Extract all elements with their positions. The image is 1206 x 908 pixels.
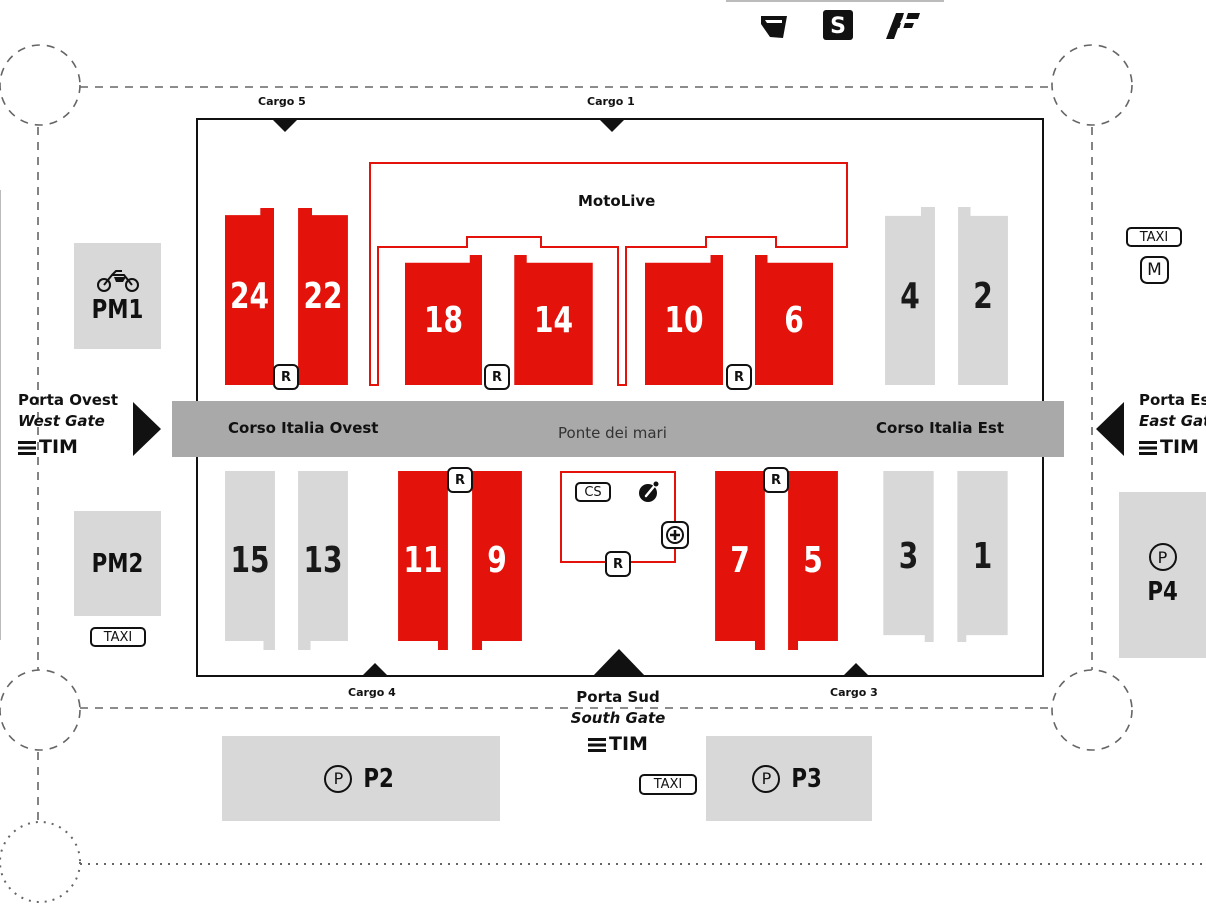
- parking-symbol: P: [1148, 543, 1177, 571]
- top-edge-line: [726, 0, 944, 2]
- restaurant-badge-north-2[interactable]: R: [484, 364, 510, 390]
- taxi-west[interactable]: TAXI: [90, 627, 146, 647]
- cargo-4-marker: [362, 663, 388, 676]
- tim-logo-icon: [588, 737, 607, 752]
- first-aid-icon[interactable]: [661, 521, 689, 549]
- tim-logo-icon: [18, 440, 36, 455]
- hall-1[interactable]: 1: [957, 471, 1008, 642]
- street-west-label: Corso Italia Ovest: [228, 419, 379, 437]
- taxi-east[interactable]: TAXI: [1126, 227, 1182, 247]
- parking-p2[interactable]: P P2: [222, 736, 500, 821]
- restaurant-badge-south-1[interactable]: R: [447, 467, 473, 493]
- hall-6[interactable]: 6: [755, 255, 833, 385]
- svg-text:S: S: [830, 14, 846, 39]
- parking-pm1-label: PM1: [91, 295, 144, 325]
- cargo-3-marker: [843, 663, 869, 676]
- metro-icon[interactable]: M: [1140, 256, 1169, 284]
- west-gate-label[interactable]: Porta Ovest West Gate TIM: [18, 390, 118, 458]
- parking-pm2[interactable]: PM2: [74, 511, 161, 616]
- cargo-3-label: Cargo 3: [830, 686, 878, 699]
- south-gate-name-it: Porta Sud: [576, 688, 660, 706]
- fuel-icon[interactable]: [637, 480, 661, 504]
- hall-7[interactable]: 7: [715, 471, 765, 650]
- hall-22[interactable]: 22: [298, 208, 348, 385]
- south-gate-sponsor: TIM: [566, 734, 670, 755]
- cargo-4-label: Cargo 4: [348, 686, 396, 699]
- parking-pm2-label: PM2: [91, 548, 144, 579]
- hall-24[interactable]: 24: [224, 208, 275, 385]
- hall-18[interactable]: 18: [404, 255, 483, 385]
- restaurant-badge-north-1[interactable]: R: [273, 364, 299, 390]
- metro-s-icon: S: [823, 10, 853, 40]
- west-gate-name-it: Porta Ovest: [18, 391, 119, 409]
- train-icon: [886, 13, 920, 39]
- tim-logo-icon: [1139, 440, 1157, 455]
- street-center-label: Ponte dei mari: [558, 424, 667, 442]
- cargo-1-marker: [599, 119, 625, 132]
- restaurant-badge-north-3[interactable]: R: [726, 364, 752, 390]
- hall-10[interactable]: 10: [645, 255, 723, 385]
- bus-icon: [761, 16, 787, 38]
- west-gate-name-en: West Gate: [18, 412, 105, 430]
- south-gate-label[interactable]: Porta Sud South Gate TIM: [566, 687, 670, 755]
- hall-11[interactable]: 11: [398, 471, 448, 650]
- restaurant-badge-services[interactable]: R: [605, 551, 631, 577]
- hall-15[interactable]: 15: [225, 471, 275, 650]
- south-gate-marker: [592, 649, 646, 677]
- parking-p4-label: P4: [1147, 577, 1178, 607]
- west-gate-arrow: [133, 402, 161, 456]
- street-corso-italia: [172, 401, 1064, 457]
- street-east-label: Corso Italia Est: [876, 419, 1005, 437]
- hall-9[interactable]: 9: [472, 471, 522, 650]
- hall-4[interactable]: 4: [885, 207, 935, 385]
- restaurant-badge-south-2[interactable]: R: [763, 467, 789, 493]
- cargo-5-label: Cargo 5: [258, 95, 306, 108]
- east-gate-label[interactable]: Porta Est East Gate TIM: [1139, 390, 1206, 458]
- parking-p3-label: P3: [791, 763, 823, 794]
- east-gate-sponsor: TIM: [1139, 437, 1206, 458]
- cs-badge[interactable]: CS: [575, 482, 611, 502]
- east-gate-name-en: East Gate: [1139, 412, 1206, 430]
- east-gate-name-it: Porta Est: [1139, 391, 1206, 409]
- hall-2[interactable]: 2: [958, 207, 1008, 385]
- west-gate-sponsor: TIM: [18, 437, 118, 458]
- parking-pm1[interactable]: PM1: [74, 243, 161, 349]
- hall-5[interactable]: 5: [788, 471, 838, 650]
- motolive-area: [369, 162, 848, 386]
- parking-p2-label: P2: [363, 763, 395, 794]
- parking-p3[interactable]: P P3: [706, 736, 872, 821]
- parking-symbol: P: [324, 764, 353, 793]
- south-gate-name-en: South Gate: [570, 709, 666, 727]
- motolive-label[interactable]: MotoLive: [578, 192, 656, 210]
- east-gate-arrow: [1096, 402, 1124, 456]
- parking-symbol: P: [752, 764, 781, 793]
- motorcycle-icon: [96, 270, 139, 292]
- taxi-south[interactable]: TAXI: [639, 774, 697, 795]
- cargo-1-label: Cargo 1: [587, 95, 635, 108]
- hall-13[interactable]: 13: [298, 471, 348, 650]
- hall-14[interactable]: 14: [514, 255, 593, 385]
- hall-3[interactable]: 3: [883, 471, 934, 642]
- cargo-5-marker: [272, 119, 298, 132]
- parking-p4[interactable]: P P4: [1119, 492, 1206, 658]
